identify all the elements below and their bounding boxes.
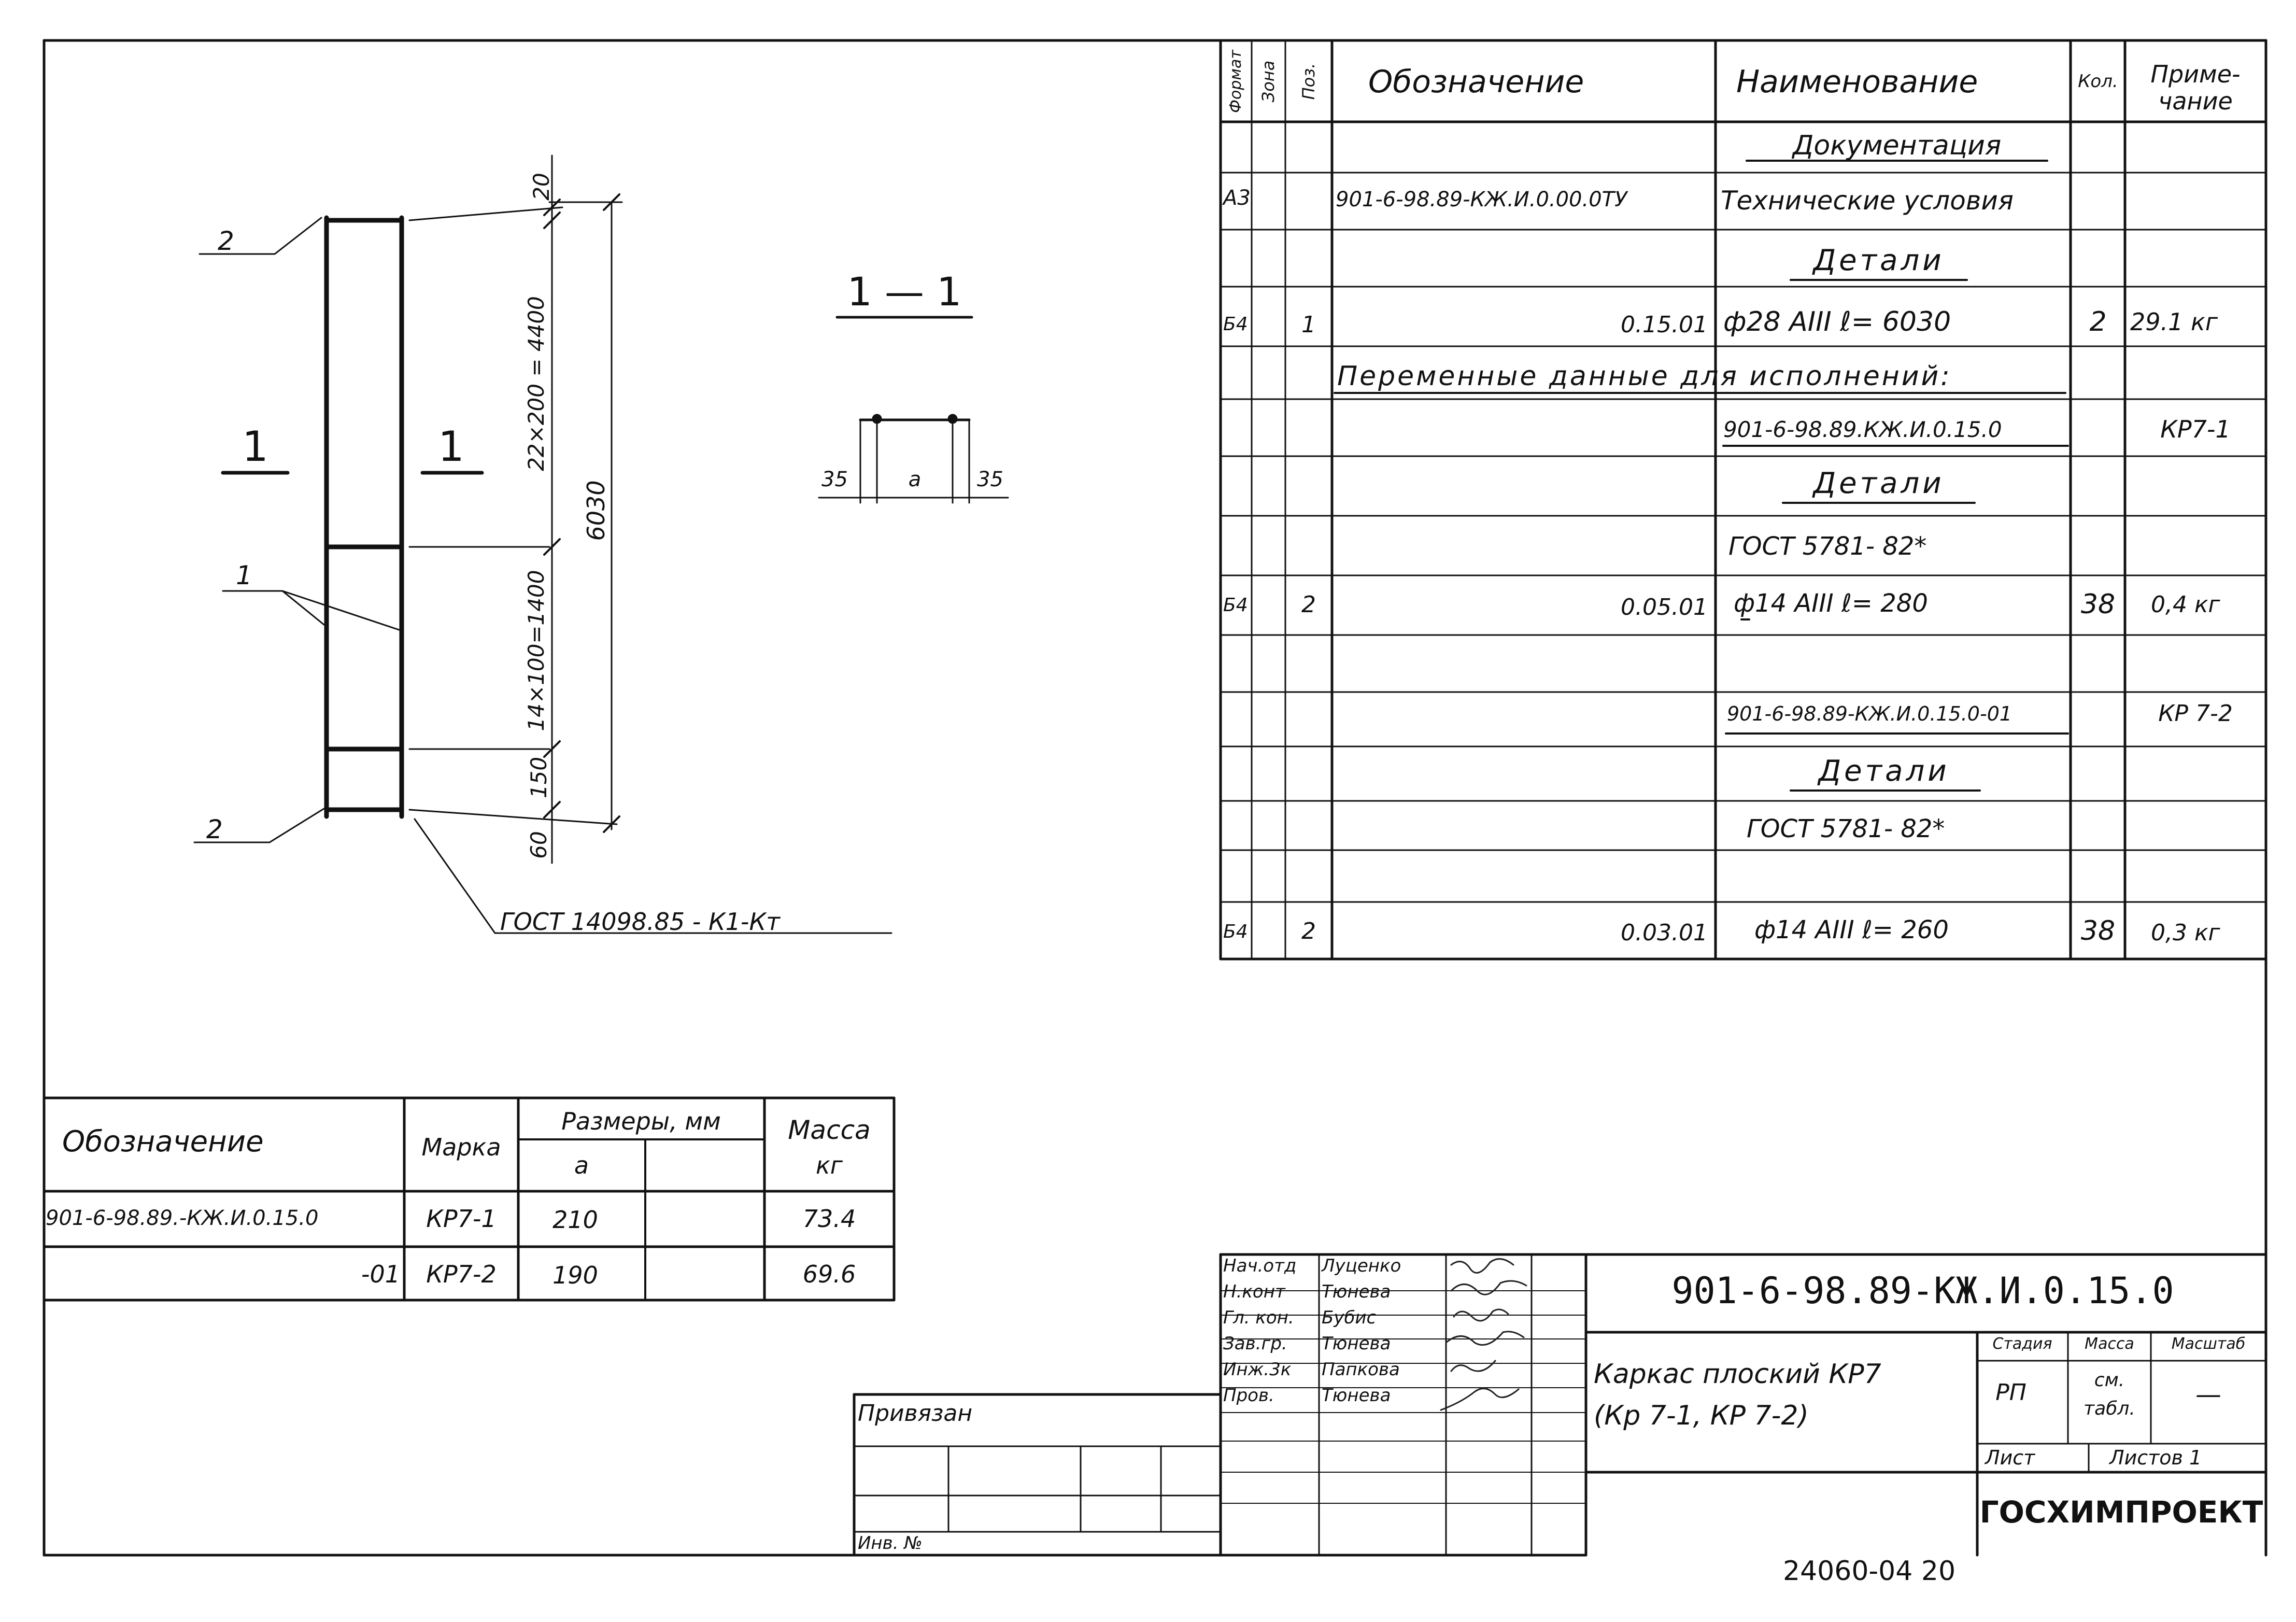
scale-label: Масштаб [2171,1335,2246,1353]
spec-row-note: КР7-1 [2160,415,2231,443]
mass-value: табл. [2084,1398,2135,1419]
archive-number: 24060-04 20 [1783,1556,1956,1587]
vt-header-mass: Масса [788,1115,871,1145]
organization: ГОСХИМПРОЕКТ [1979,1494,2263,1530]
sign-name: Луценко [1322,1256,1401,1276]
mass-label: Масса [2085,1335,2134,1353]
section-dim-a: a [908,468,922,491]
spec-row-format: Б4 [1223,314,1248,335]
spec-row-qty: 2 [2089,306,2107,337]
inv-label: Инв. № [858,1533,923,1554]
spec-row-designation: 0.15.01 [1621,312,1708,338]
weld-standard-label: ГОСТ 14098.85 - К1-Кт [500,908,780,936]
spec-row-name: Детали [1813,244,1945,277]
scale-value: — [2195,1379,2221,1409]
section-title: 1 — 1 [847,269,962,315]
callout-pos2-bottom: 2 [206,814,223,844]
spec-row-name: ГОСТ 5781- 82* [1747,814,1945,843]
sheets-label: Листов 1 [2109,1446,2202,1469]
document-code: 901-6-98.89-КЖ.И.0.15.0 [1671,1270,2174,1312]
spec-row-name: Документация [1792,130,2002,161]
vt-row-mark: КР7-1 [426,1205,497,1233]
dim-20: 20 [529,173,554,201]
section-mark-left: 1 [242,422,268,471]
sign-role: Пров. [1223,1385,1274,1406]
sign-name: Тюнева [1322,1385,1391,1406]
drawing-subtitle: (Кр 7-1, КР 7-2) [1594,1400,1809,1431]
vt-row-a: 190 [552,1261,598,1289]
dim-22x200: 22×200 = 4400 [523,296,549,471]
vt-header-designation: Обозначение [62,1125,264,1159]
vt-row-mark: КР7-2 [426,1260,497,1288]
drawing-title: Каркас плоский КР7 [1594,1359,1881,1390]
vt-row-designation: 901-6-98.89.-КЖ.И.0.15.0 [46,1206,319,1230]
dim-14x100: 14×100=1400 [523,570,549,731]
spec-row-name: Детали [1818,754,1950,788]
spec-row-format: А3 [1223,186,1251,210]
spec-header-designation: Обозначение [1368,64,1584,100]
vt-header-mass-unit: кг [816,1151,843,1179]
spec-row-note: 0,4 кг [2151,591,2220,618]
spec-row-pos: 1 [1301,312,1316,338]
sign-role: Зав.гр. [1223,1333,1287,1354]
vt-row-designation: -01 [361,1260,400,1288]
spec-row-designation: 901-6-98.89-КЖ.И.0.00.0ТУ [1336,188,1627,211]
sign-name: Тюнева [1322,1281,1391,1302]
sign-name: Папкова [1322,1359,1400,1380]
vt-header-a: a [574,1151,589,1179]
spec-row-qty: 38 [2080,915,2116,947]
sign-name: Тюнева [1322,1333,1391,1354]
sign-role: Н.конт [1223,1281,1285,1302]
vt-row-a: 210 [552,1206,598,1234]
spec-row-designation: Переменные данные для исполнений: [1337,361,1952,392]
spec-row-name: 901-6-98.89.КЖ.И.0.15.0 [1723,417,2002,442]
spec-row-name: ф14 АIII ℓ= 260 [1754,915,1949,944]
mass-value: см. [2094,1370,2125,1391]
spec-header-qty: Кол. [2078,71,2118,92]
spec-header-format: Формат [1227,50,1245,113]
spec-row-name: 901-6-98.89-КЖ.И.0.15.0-01 [1727,702,2012,725]
spec-row-pos: 2 [1301,918,1316,944]
spec-row-name: ф28 АIII ℓ= 6030 [1723,306,1951,337]
sign-role: Гл. кон. [1223,1307,1294,1328]
stage-label: Стадия [1992,1335,2052,1353]
spec-row-pos: 2 [1301,591,1316,618]
spec-row-designation: 0.05.01 [1621,594,1708,620]
vt-row-mass: 69.6 [802,1260,856,1288]
stage-value: РП [1995,1379,2026,1406]
vt-row-mass: 73.4 [802,1205,856,1233]
sign-role: Инж.3к [1223,1359,1292,1380]
callout-pos1: 1 [236,560,252,590]
spec-header-note: чание [2158,87,2233,115]
spec-row-note: 0,3 кг [2151,920,2220,946]
spec-row-name: ГОСТ 5781- 82* [1728,532,1927,561]
vt-header-sizes: Размеры, мм [561,1107,721,1135]
section-mark-right: 1 [438,422,464,471]
spec-row-note: КР 7-2 [2158,700,2233,727]
dim-150: 150 [526,756,551,799]
spec-header-zone: Зона [1258,60,1278,103]
spec-row-designation: 0.03.01 [1621,920,1708,946]
spec-header-pos: Поз. [1299,63,1319,100]
dim-6030: 6030 [582,480,610,541]
spec-row-format: Б4 [1223,921,1248,942]
spec-row-name: Детали [1813,467,1945,500]
sign-name: Бубис [1322,1307,1377,1328]
section-dim-right: 35 [977,468,1003,491]
spec-header-name: Наименование [1736,64,1978,100]
sign-role: Нач.отд [1223,1256,1297,1276]
spec-row-format: Б4 [1223,595,1248,616]
spec-row-qty: 38 [2080,589,2116,620]
bound-label: Привязан [858,1400,973,1427]
sheet-label: Лист [1985,1446,2035,1469]
spec-header-note: Приме- [2150,60,2241,88]
callout-pos2-top: 2 [218,226,234,256]
spec-row-note: 29.1 кг [2130,308,2218,336]
dim-60: 60 [526,831,551,859]
vt-header-mark: Марка [421,1133,501,1161]
spec-row-name: ф14 АIII ℓ= 280 [1734,589,1928,618]
section-dim-left: 35 [821,468,848,491]
spec-row-name: Технические условия [1721,186,2014,216]
